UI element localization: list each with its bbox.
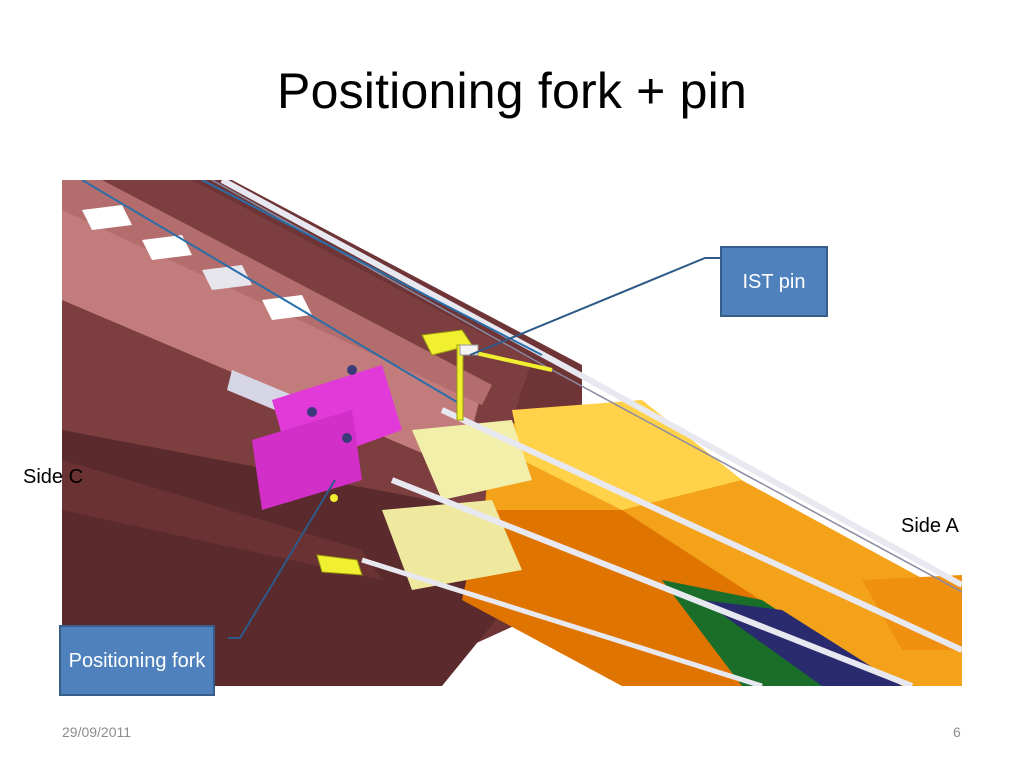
positioning-fork-callout-text: Positioning fork	[68, 649, 206, 672]
positioning-fork-callout: Positioning fork	[59, 625, 215, 696]
page-number: 6	[953, 724, 961, 740]
side-a-label: Side A	[901, 515, 959, 537]
ist-pin-callout-text: IST pin	[742, 270, 806, 293]
side-c-label: Side C	[23, 466, 84, 488]
slide-title: Positioning fork + pin	[277, 63, 747, 119]
ist-pin-callout: IST pin	[720, 246, 828, 317]
footer-date: 29/09/2011	[62, 724, 132, 740]
